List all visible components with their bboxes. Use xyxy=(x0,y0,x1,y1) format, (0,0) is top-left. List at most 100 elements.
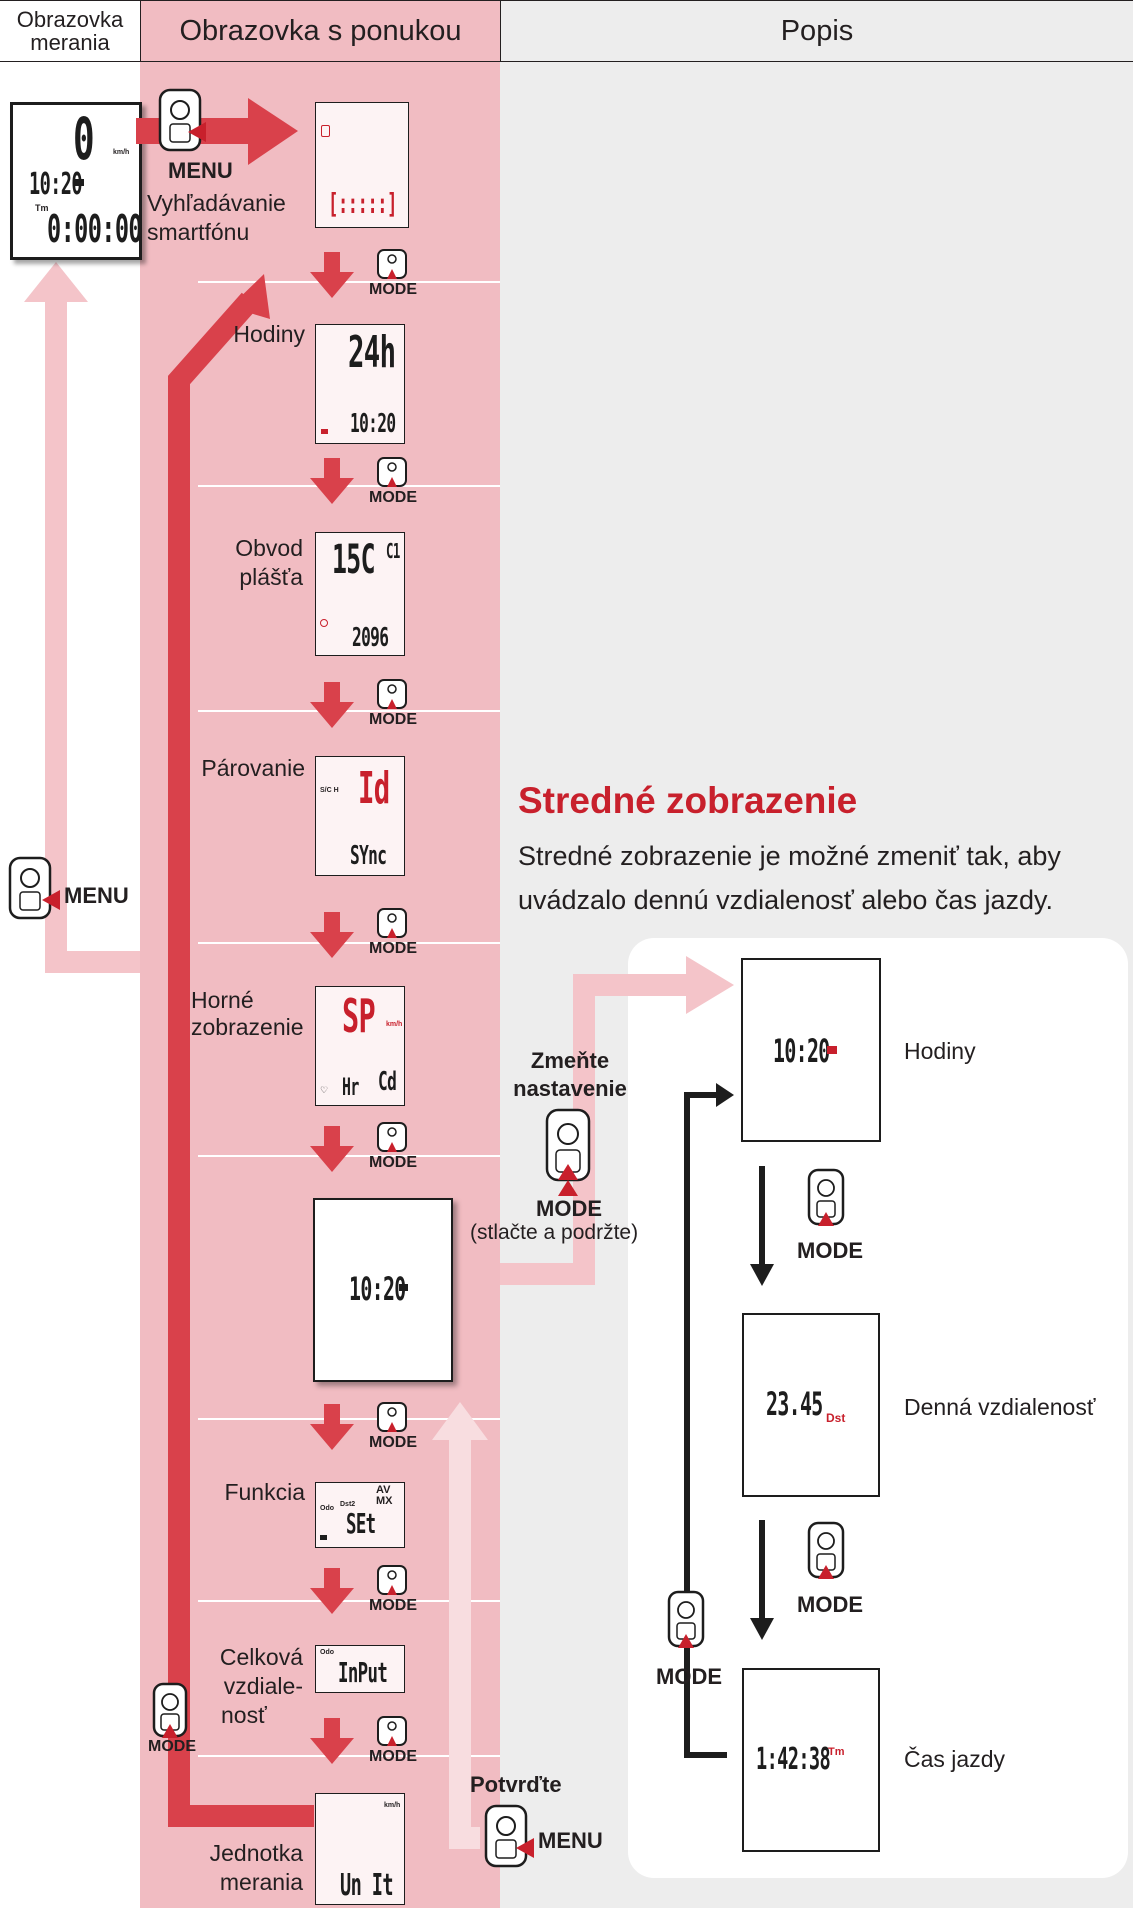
function-small-icon xyxy=(320,1535,327,1540)
timer-readout: 0:00:00 xyxy=(47,207,143,251)
mode-key-label: MODE xyxy=(369,1597,417,1614)
option-clock-value: 10:20 xyxy=(773,1032,830,1070)
function-bottom: SEt xyxy=(346,1507,376,1540)
device-mode-icon xyxy=(377,1565,407,1595)
device-mode-icon xyxy=(377,908,407,938)
label-line: zobrazenie xyxy=(191,1014,304,1040)
pairing-sensor-icon: S/C H xyxy=(320,787,339,794)
upper-unit: km/h xyxy=(386,1021,403,1028)
down-arrow xyxy=(310,1404,354,1450)
device-mode-icon-option2 xyxy=(807,1521,845,1579)
odo-bottom: InPut xyxy=(338,1656,388,1689)
header-description: Popis xyxy=(500,0,1133,62)
mode-key-label: MODE xyxy=(369,1748,417,1765)
section-title: Stredné zobrazenie xyxy=(518,780,858,821)
label-line: Obvod xyxy=(235,535,303,561)
function-dst2: Dst2 xyxy=(340,1501,356,1508)
menu-key-label-top: MENU xyxy=(168,158,233,183)
label-line: Jednotka xyxy=(209,1840,303,1866)
down-arrow xyxy=(310,1718,354,1764)
phone-search-bottom: [:::::] xyxy=(328,187,397,220)
mode-key-label-cycle: MODE xyxy=(656,1664,722,1689)
down-arrow xyxy=(310,252,354,298)
device-mode-icon-option1 xyxy=(807,1168,845,1226)
tire-side: C1 xyxy=(386,539,400,563)
option-distance-label: Denná vzdialenosť xyxy=(904,1394,1096,1420)
row-separator xyxy=(198,281,500,283)
clock-readout: 10:20 xyxy=(29,167,83,202)
down-arrow xyxy=(310,458,354,504)
device-mode-icon xyxy=(377,457,407,487)
tm-label: Tm xyxy=(35,203,49,213)
menu-display-odo: Odo InPut xyxy=(315,1645,405,1693)
device-menu-icon-confirm xyxy=(484,1804,534,1868)
menu-label-pairing: Párovanie xyxy=(201,755,305,781)
device-mode-icon-change xyxy=(545,1108,591,1196)
device-mode-icon-cycle xyxy=(667,1590,705,1648)
label-line: Celková xyxy=(219,1644,303,1670)
press-and-hold-label: (stlačte a podržte) xyxy=(470,1221,639,1244)
mode-key-label: MODE xyxy=(369,711,417,728)
row-separator xyxy=(198,942,500,944)
unit-bottom: Un It xyxy=(340,1868,394,1903)
function-av-mx: AV MX xyxy=(376,1484,393,1507)
upper-top: SP xyxy=(342,989,376,1043)
option-display-time: 1:42:38 Tm xyxy=(742,1668,880,1852)
header-measurement-line1: Obrazovka xyxy=(16,7,124,32)
down-arrow xyxy=(310,912,354,958)
menu-display-unit: km/h Un It xyxy=(315,1793,405,1905)
pairing-top: Id xyxy=(358,763,390,814)
section-body: Stredné zobrazenie je možné zmeniť tak, … xyxy=(518,841,1061,915)
mode-key-label-change: MODE xyxy=(536,1196,602,1221)
device-mode-icon xyxy=(377,1402,407,1432)
row-separator xyxy=(198,710,500,712)
option-time-unit: Tm xyxy=(828,1746,845,1758)
header-menu-screen: Obrazovka s ponukou xyxy=(140,0,500,62)
option-clock-icon xyxy=(827,1046,837,1054)
option-display-distance: 23.45 Dst xyxy=(742,1313,880,1497)
label-line: Vyhľadávanie xyxy=(147,190,286,216)
mode-key-label-option1: MODE xyxy=(797,1238,863,1263)
middle-clock-icon xyxy=(399,1284,408,1291)
menu-display-upper: SP km/h ♡ Hr Cd xyxy=(315,986,405,1106)
upper-bottom: Hr xyxy=(342,1073,359,1101)
speed-unit: km/h xyxy=(113,149,130,156)
header-measurement-line2: merania xyxy=(30,30,110,55)
device-mode-icon-loop xyxy=(152,1682,188,1738)
function-odo: Odo xyxy=(320,1505,334,1512)
heart-icon: ♡ xyxy=(320,1085,329,1095)
unit-label: km/h xyxy=(384,1802,401,1809)
label-line: plášťa xyxy=(239,564,303,590)
mode-key-label: MODE xyxy=(369,940,417,957)
mode-key-label-loop: MODE xyxy=(148,1738,196,1755)
clock-bottom: 10:20 xyxy=(350,409,396,439)
change-setting-label-line1: Zmeňte xyxy=(530,1048,610,1073)
device-mode-icon xyxy=(377,1716,407,1746)
row-separator xyxy=(198,485,500,487)
pairing-bottom: SYnc xyxy=(350,841,387,871)
menu-display-function: AV MX Odo Dst2 SEt xyxy=(315,1482,405,1548)
down-arrow xyxy=(310,1568,354,1614)
device-mode-icon xyxy=(377,249,407,279)
option-clock-label: Hodiny xyxy=(904,1038,976,1064)
upper-side: Cd xyxy=(378,1067,397,1097)
tire-bottom: 2096 xyxy=(352,623,389,653)
menu-display-tire: 15C C1 2096 xyxy=(315,532,405,656)
option-time-value: 1:42:38 xyxy=(756,1742,831,1777)
label-line: merania xyxy=(219,1869,303,1895)
device-menu-icon xyxy=(158,88,206,152)
clock-top: 24h xyxy=(348,327,396,378)
mode-key-label: MODE xyxy=(369,281,417,298)
device-mode-icon xyxy=(377,1122,407,1152)
mode-key-label-option2: MODE xyxy=(797,1592,863,1617)
mode-key-label: MODE xyxy=(369,1434,417,1451)
speed-readout: 0 xyxy=(73,105,95,173)
menu-display-pairing: Id S/C H SYnc xyxy=(315,756,405,876)
menu-display-phone-search: [:::::] xyxy=(315,102,409,228)
option-display-clock: 10:20 xyxy=(741,958,881,1142)
row-separator xyxy=(198,1755,500,1757)
device-mode-icon xyxy=(377,679,407,709)
